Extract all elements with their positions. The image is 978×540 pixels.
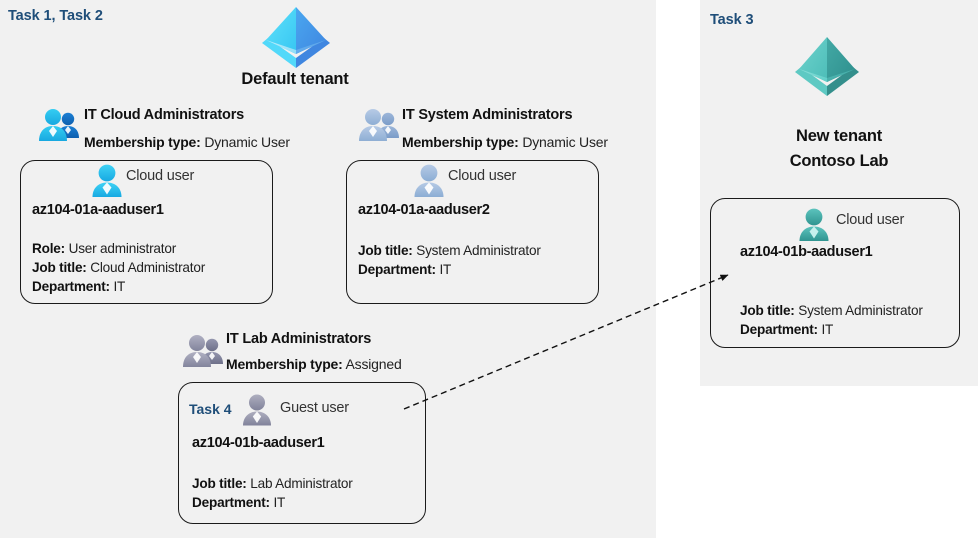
membership-type-label: Membership type: bbox=[402, 134, 519, 150]
group-users-icon-cloud-admins bbox=[39, 109, 79, 141]
cloud-user-icon-aaduser2 bbox=[414, 164, 444, 197]
user-card-guest-aaduser1[interactable] bbox=[178, 382, 426, 524]
group-membership-system-admins: Membership type: Dynamic User bbox=[402, 134, 608, 150]
attr-row: Department: IT bbox=[740, 322, 834, 337]
default-tenant-title: Default tenant bbox=[241, 70, 349, 88]
username-guest-aaduser1: az104-01b-aaduser1 bbox=[192, 435, 325, 451]
membership-type-label: Membership type: bbox=[84, 134, 201, 150]
task-label-right: Task 3 bbox=[710, 12, 754, 28]
azure-ad-tenant-icon-default bbox=[262, 7, 330, 68]
group-membership-lab-admins: Membership type: Assigned bbox=[226, 356, 402, 372]
attrs-aaduser2: Job title: System Administrator Departme… bbox=[358, 241, 541, 279]
user-type-aaduser2: Cloud user bbox=[448, 168, 517, 184]
azure-ad-tenant-icon-new bbox=[795, 37, 859, 96]
username-new-tenant-aaduser1: az104-01b-aaduser1 bbox=[740, 244, 873, 260]
group-title-cloud-admins: IT Cloud Administrators bbox=[84, 107, 245, 123]
group-membership-cloud-admins: Membership type: Dynamic User bbox=[84, 134, 290, 150]
attr-row: Department: IT bbox=[32, 279, 126, 294]
user-card-new-tenant-aaduser1[interactable] bbox=[710, 198, 960, 348]
attr-row: Job title: Cloud Administrator bbox=[32, 260, 206, 275]
new-tenant-title-line2: Contoso Lab bbox=[789, 152, 889, 170]
username-aaduser1: az104-01a-aaduser1 bbox=[32, 202, 164, 218]
group-users-icon-system-admins bbox=[359, 109, 399, 141]
attr-row: Department: IT bbox=[358, 262, 452, 277]
attr-row: Department: IT bbox=[192, 495, 286, 510]
user-type-guest: Guest user bbox=[280, 400, 349, 416]
user-card-aaduser1[interactable] bbox=[20, 160, 273, 304]
attrs-guest-aaduser1: Job title: Lab Administrator Department:… bbox=[192, 474, 353, 512]
group-users-icon-lab-admins bbox=[183, 335, 223, 367]
cloud-user-icon-aaduser1 bbox=[92, 164, 122, 197]
default-tenant-panel bbox=[0, 0, 656, 538]
cloud-user-icon-new-tenant bbox=[799, 208, 829, 241]
group-title-system-admins: IT System Administrators bbox=[402, 107, 573, 123]
attrs-aaduser1: Role: User administrator Job title: Clou… bbox=[32, 239, 205, 296]
attr-row: Job title: System Administrator bbox=[740, 303, 923, 318]
guest-user-icon bbox=[243, 394, 271, 426]
username-aaduser2: az104-01a-aaduser2 bbox=[358, 202, 490, 218]
task-label-left: Task 1, Task 2 bbox=[8, 8, 103, 24]
membership-type-value: Dynamic User bbox=[522, 134, 608, 150]
membership-type-value: Assigned bbox=[345, 356, 402, 372]
membership-type-value: Dynamic User bbox=[204, 134, 290, 150]
attrs-new-tenant-aaduser1: Job title: System Administrator Departme… bbox=[740, 301, 923, 339]
user-type-new-tenant: Cloud user bbox=[836, 212, 905, 228]
attr-row: Role: User administrator bbox=[32, 241, 177, 256]
user-card-aaduser2[interactable] bbox=[346, 160, 599, 304]
new-tenant-title-line1: New tenant bbox=[795, 127, 882, 145]
task-label-card-guest: Task 4 bbox=[189, 401, 232, 417]
membership-type-label: Membership type: bbox=[226, 356, 343, 372]
attr-row: Job title: System Administrator bbox=[358, 243, 541, 258]
attr-row: Job title: Lab Administrator bbox=[192, 476, 353, 491]
user-type-aaduser1: Cloud user bbox=[126, 168, 195, 184]
group-title-lab-admins: IT Lab Administrators bbox=[226, 331, 372, 347]
